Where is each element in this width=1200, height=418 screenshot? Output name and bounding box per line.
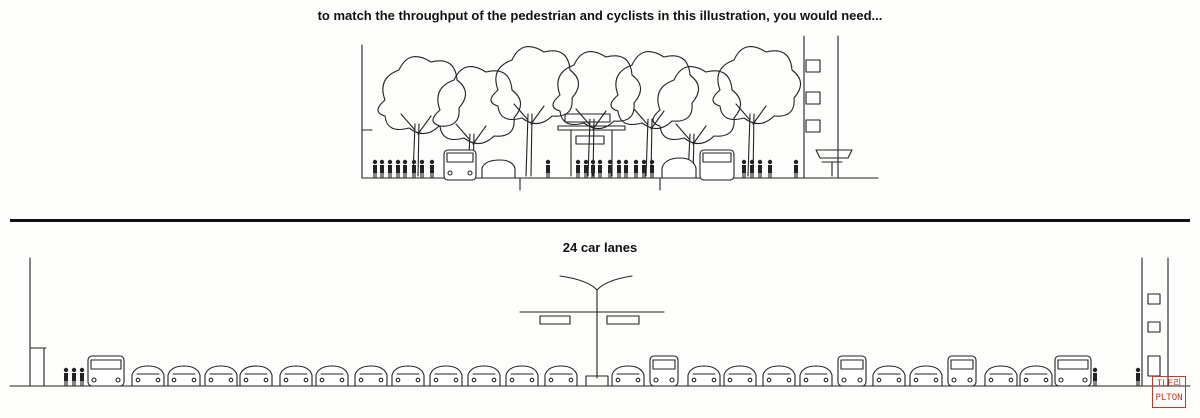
- pedestrian-group: [372, 159, 799, 179]
- caption-top: to match the throughput of the pedestria…: [317, 8, 883, 23]
- car: [315, 365, 349, 387]
- car: [661, 157, 697, 179]
- pedestrian: [741, 159, 747, 179]
- car: [1019, 365, 1053, 387]
- car: [687, 365, 721, 387]
- pedestrian: [411, 159, 417, 179]
- street-light: [519, 275, 665, 387]
- caption-bottom: 24 car lanes: [562, 240, 638, 255]
- car: [505, 365, 539, 387]
- bus: [649, 355, 679, 387]
- pedestrian: [387, 159, 393, 179]
- pedestrian: [1092, 367, 1098, 387]
- car: [429, 365, 463, 387]
- car: [279, 365, 313, 387]
- pedestrian: [395, 159, 401, 179]
- pedestrian: [749, 159, 755, 179]
- tree: [552, 51, 642, 177]
- pedestrian: [641, 159, 647, 179]
- pedestrian: [623, 159, 629, 179]
- car: [984, 365, 1018, 387]
- pedestrian: [607, 159, 613, 179]
- car: [467, 365, 501, 387]
- left-building: [361, 44, 373, 179]
- tree: [490, 46, 580, 177]
- pedestrian: [71, 367, 77, 387]
- pedestrian: [402, 159, 408, 179]
- car: [131, 365, 165, 387]
- bus: [1054, 355, 1092, 387]
- car: [204, 365, 238, 387]
- pedestrian: [419, 159, 425, 179]
- car: [239, 365, 273, 387]
- pedestrian: [633, 159, 639, 179]
- car: [872, 365, 906, 387]
- cafe-table: [821, 161, 843, 177]
- pedestrian: [583, 159, 589, 179]
- right-building: [1141, 257, 1169, 387]
- tree: [377, 56, 467, 177]
- bus: [837, 355, 867, 387]
- tree: [610, 51, 700, 177]
- pedestrian-group: [63, 367, 1141, 387]
- pedestrian: [1135, 367, 1141, 387]
- car: [544, 365, 578, 387]
- top-street-illustration: [361, 35, 879, 191]
- pedestrian: [597, 159, 603, 179]
- car: [762, 365, 796, 387]
- left-building: [29, 257, 47, 387]
- bus: [87, 355, 125, 387]
- tree: [652, 66, 742, 177]
- pedestrian: [379, 159, 385, 179]
- pedestrian: [793, 159, 799, 179]
- tree: [712, 46, 802, 177]
- pedestrian: [590, 159, 596, 179]
- car: [167, 365, 201, 387]
- car: [611, 365, 645, 387]
- bus: [443, 149, 477, 181]
- pedestrian: [649, 159, 655, 179]
- divider: [10, 219, 1190, 222]
- pedestrian: [79, 367, 85, 387]
- pedestrian: [767, 159, 773, 179]
- pedestrian: [429, 159, 435, 179]
- pedestrian: [616, 159, 622, 179]
- pedestrian: [575, 159, 581, 179]
- bus: [699, 149, 735, 181]
- car: [723, 365, 757, 387]
- pedestrian: [372, 159, 378, 179]
- right-building: [803, 35, 853, 179]
- pedestrian: [757, 159, 763, 179]
- car: [799, 365, 833, 387]
- car: [909, 365, 943, 387]
- pedestrian: [63, 367, 69, 387]
- curb-marks: [519, 177, 661, 191]
- car: [481, 159, 516, 179]
- pedestrian: [545, 159, 551, 179]
- bus: [947, 355, 977, 387]
- car: [391, 365, 425, 387]
- car: [354, 365, 388, 387]
- car-lanes: [87, 355, 1092, 387]
